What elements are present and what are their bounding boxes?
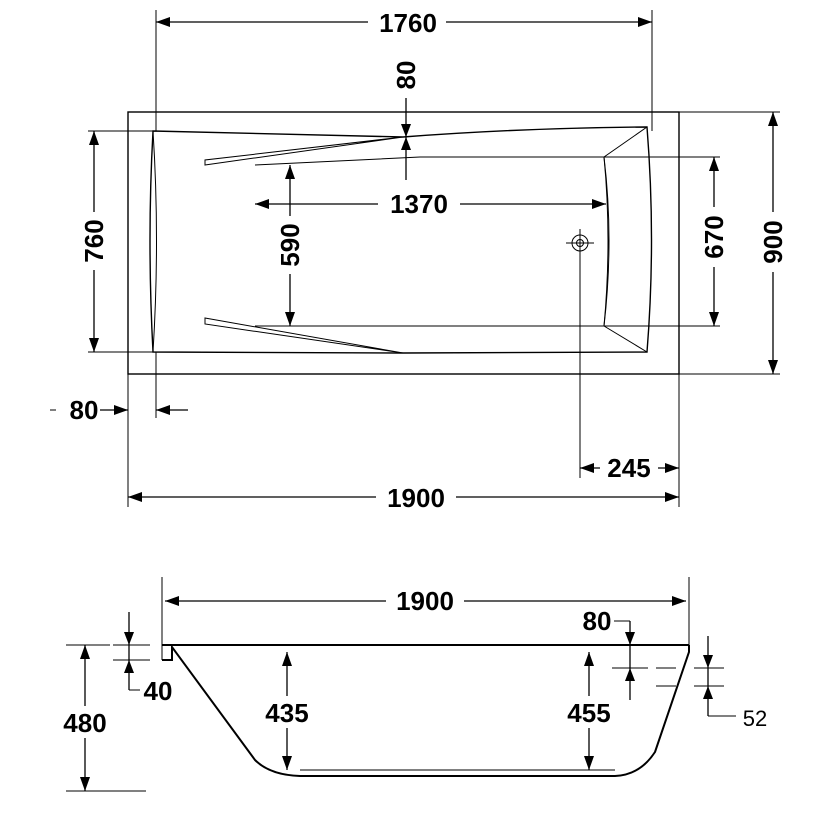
backrest-wedge-top — [204, 136, 404, 166]
tub-outline — [127, 111, 680, 375]
label-1900-top: 1900 — [387, 483, 445, 513]
tub-floor — [254, 156, 609, 327]
dim-floor-width: 590 — [274, 165, 306, 326]
label-1760: 1760 — [379, 8, 437, 38]
dim-overflow-height: 52 — [656, 636, 767, 731]
label-1370: 1370 — [390, 189, 448, 219]
label-245: 245 — [607, 453, 650, 483]
head-rest-left — [152, 130, 157, 353]
dim-rim-height: 40 — [113, 612, 172, 706]
dim-depth-left: 435 — [258, 652, 316, 770]
tub-inner-outline — [149, 126, 653, 354]
label-80-left: 80 — [70, 395, 99, 425]
top-view: 1760 80 760 590 — [50, 6, 789, 513]
dim-inner-width-right: 670 — [604, 156, 730, 327]
dim-drain-offset: 245 — [580, 374, 680, 484]
label-80-side: 80 — [583, 606, 612, 636]
label-480: 480 — [63, 708, 106, 738]
dim-head-rest: 80 — [391, 61, 421, 180]
label-900: 900 — [758, 220, 788, 263]
label-670: 670 — [699, 215, 729, 258]
backrest-wedge-bottom — [204, 317, 404, 354]
label-80-top: 80 — [391, 61, 421, 90]
drain-icon — [566, 229, 594, 257]
label-52: 52 — [743, 706, 767, 731]
label-1900-side: 1900 — [396, 586, 454, 616]
label-760: 760 — [79, 219, 109, 262]
dim-outer-length: 1900 — [127, 374, 680, 513]
label-590: 590 — [275, 223, 305, 266]
dim-depth-right: 455 — [560, 652, 618, 770]
dim-floor-length: 1370 — [255, 188, 606, 220]
dim-inner-width-left: 760 — [78, 130, 153, 353]
label-40: 40 — [144, 676, 173, 706]
side-view: 1900 80 40 480 — [56, 577, 767, 792]
dim-rim-right: 80 — [583, 606, 648, 700]
side-body — [162, 643, 690, 777]
dim-outer-width: 900 — [679, 111, 789, 375]
floor-right-edge — [603, 126, 648, 353]
dim-side-length: 1900 — [165, 585, 686, 617]
dim-total-height: 480 — [56, 644, 146, 792]
label-455: 455 — [567, 698, 610, 728]
dim-rim-left: 80 — [50, 352, 188, 425]
dim-inner-length: 1760 — [155, 6, 653, 131]
label-435: 435 — [265, 698, 308, 728]
